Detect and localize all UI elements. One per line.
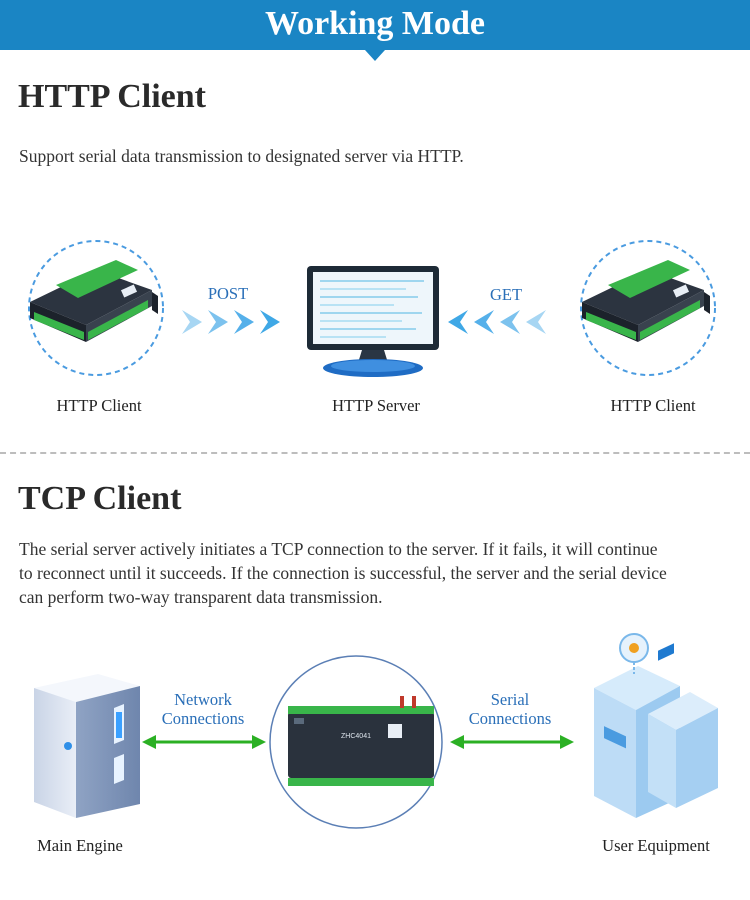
server-icon bbox=[34, 674, 140, 818]
monitor-icon bbox=[307, 266, 439, 377]
network-double-arrow bbox=[142, 735, 266, 749]
tcp-description-line-3: can perform two-way transparent data tra… bbox=[19, 587, 383, 607]
tcp-right-caption: User Equipment bbox=[602, 836, 710, 855]
main-engine-server bbox=[34, 674, 140, 818]
rtu-device-icon bbox=[582, 260, 710, 342]
http-client-left-device bbox=[28, 240, 164, 376]
serial-double-arrow bbox=[450, 735, 574, 749]
http-center-caption: HTTP Server bbox=[332, 396, 420, 415]
http-description: Support serial data transmission to desi… bbox=[19, 146, 464, 166]
page-title: Working Mode bbox=[264, 5, 486, 42]
rtu-device-icon bbox=[288, 696, 434, 786]
header-banner bbox=[0, 0, 750, 50]
device-model-label: ZHC4041 bbox=[341, 733, 371, 740]
http-right-caption: HTTP Client bbox=[610, 396, 696, 415]
get-label: GET bbox=[489, 285, 523, 304]
section-divider bbox=[0, 452, 750, 454]
http-left-caption: HTTP Client bbox=[56, 396, 142, 415]
user-equipment-cluster bbox=[594, 633, 718, 818]
serial-server-device: ZHC4041 bbox=[269, 655, 443, 829]
tcp-description-line-1: The serial server actively initiates a T… bbox=[19, 539, 658, 559]
tcp-description-line-2: to reconnect until it succeeds. If the c… bbox=[19, 563, 667, 583]
serial-label-line-1: Serial bbox=[490, 690, 530, 709]
http-server-monitor bbox=[307, 266, 439, 377]
network-label-line-1: Network bbox=[174, 690, 232, 709]
tcp-section-title: TCP Client bbox=[18, 480, 182, 517]
rtu-device-icon bbox=[30, 260, 158, 342]
serial-label-line-2: Connections bbox=[468, 709, 552, 728]
network-label-line-2: Connections bbox=[161, 709, 245, 728]
http-client-right-device bbox=[580, 240, 716, 376]
equipment-icon bbox=[594, 633, 718, 818]
http-section-title: HTTP Client bbox=[18, 78, 206, 115]
post-label: POST bbox=[207, 284, 249, 303]
get-arrows bbox=[448, 310, 546, 334]
post-arrows bbox=[182, 310, 280, 334]
tcp-left-caption: Main Engine bbox=[37, 836, 123, 855]
banner-pointer bbox=[365, 50, 385, 61]
